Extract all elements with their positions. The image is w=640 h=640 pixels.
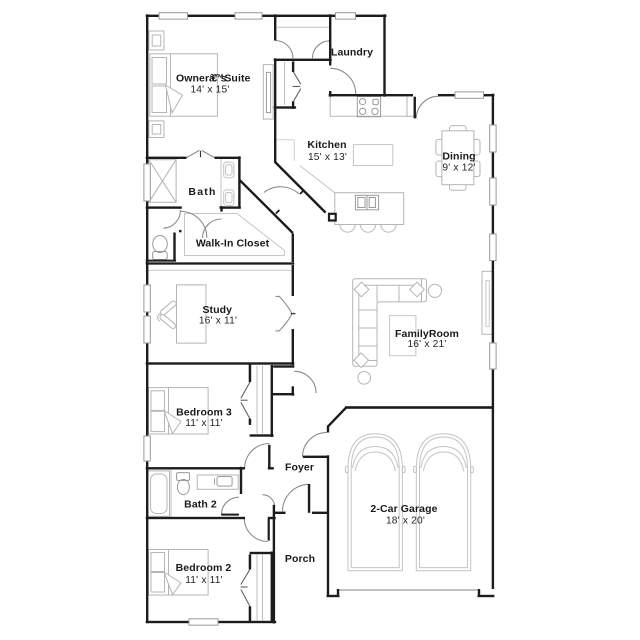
svg-text:Bath: Bath [188,186,216,198]
svg-text:Suite: Suite [224,72,250,84]
svg-text:16' x 11': 16' x 11' [199,316,237,327]
svg-text:Walk-In Closet: Walk-In Closet [196,238,270,250]
svg-text:Laundry: Laundry [331,47,373,59]
svg-text:14' x 15': 14' x 15' [190,84,229,95]
svg-text:16' x 21': 16' x 21' [407,339,446,350]
svg-text:9' x 12': 9' x 12' [442,163,475,174]
svg-text:Owner: Owner [176,72,209,84]
svg-text:Bath 2: Bath 2 [184,499,217,511]
svg-text:2-Car Garage: 2-Car Garage [370,503,437,515]
svg-text:Kitchen: Kitchen [307,139,346,151]
svg-text:11' x 11': 11' x 11' [185,575,223,586]
svg-text:FamilyRoom: FamilyRoom [395,328,459,340]
svg-text:Bedroom 2: Bedroom 2 [176,562,232,574]
svg-text:Study: Study [202,304,232,316]
svg-text:Dining: Dining [442,151,475,163]
svg-text:Bedroom 3: Bedroom 3 [176,407,232,419]
svg-text:11' x 11': 11' x 11' [185,418,223,429]
svg-text:18' x 20': 18' x 20' [386,516,425,527]
svg-text:Porch: Porch [285,553,315,565]
svg-text:15' x 13': 15' x 13' [308,152,347,163]
svg-text:Foyer: Foyer [285,461,314,473]
